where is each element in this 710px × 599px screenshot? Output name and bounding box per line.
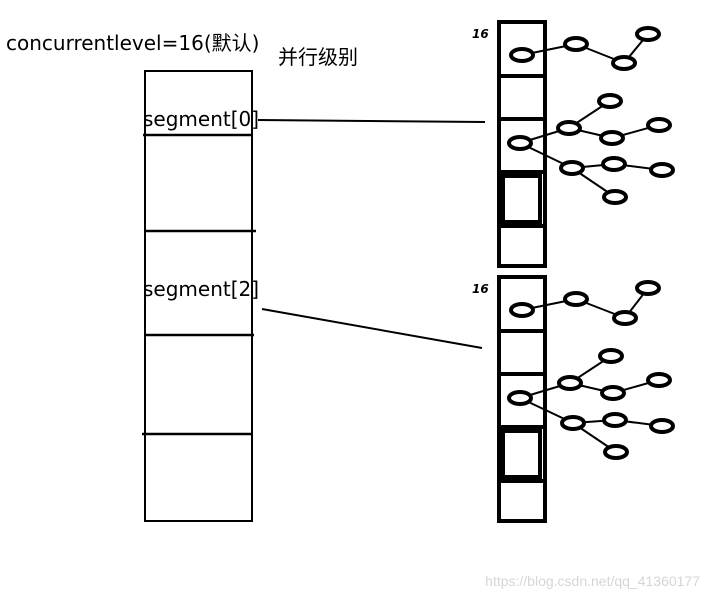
segment-label: segment[2] <box>143 277 260 301</box>
list-node <box>599 130 625 146</box>
concurrency-level-label: concurrentlevel=16(默认) <box>6 31 260 55</box>
list-node <box>507 390 533 406</box>
bucket-inner-box <box>501 174 542 224</box>
list-node <box>602 412 628 428</box>
list-node <box>635 26 661 42</box>
list-node <box>649 418 675 434</box>
segment2-connector <box>261 308 483 349</box>
list-node <box>563 36 589 52</box>
list-node <box>507 135 533 151</box>
table-size-label: 16 <box>472 27 489 41</box>
list-node <box>602 189 628 205</box>
list-node <box>612 310 638 326</box>
list-node <box>509 302 535 318</box>
list-node <box>560 415 586 431</box>
watermark: https://blog.csdn.net/qq_41360177 <box>485 573 700 589</box>
list-node <box>556 120 582 136</box>
list-node <box>601 156 627 172</box>
list-node <box>603 444 629 460</box>
list-node <box>611 55 637 71</box>
list-node <box>600 385 626 401</box>
list-node <box>635 280 661 296</box>
table-size-label: 16 <box>472 282 489 296</box>
list-node <box>559 160 585 176</box>
list-node <box>563 291 589 307</box>
list-node <box>646 117 672 133</box>
hash-table-bottom <box>497 275 547 523</box>
bucket-inner-box <box>501 429 542 479</box>
segment-label: segment[0] <box>143 107 260 131</box>
parallel-level-label: 并行级别 <box>278 45 358 69</box>
list-node <box>649 162 675 178</box>
list-node <box>557 375 583 391</box>
list-node <box>509 47 535 63</box>
segments-array <box>142 70 256 522</box>
segment0-connector <box>257 119 486 123</box>
list-node <box>646 372 672 388</box>
list-node <box>597 93 623 109</box>
hash-table-top <box>497 20 547 268</box>
list-node <box>598 348 624 364</box>
